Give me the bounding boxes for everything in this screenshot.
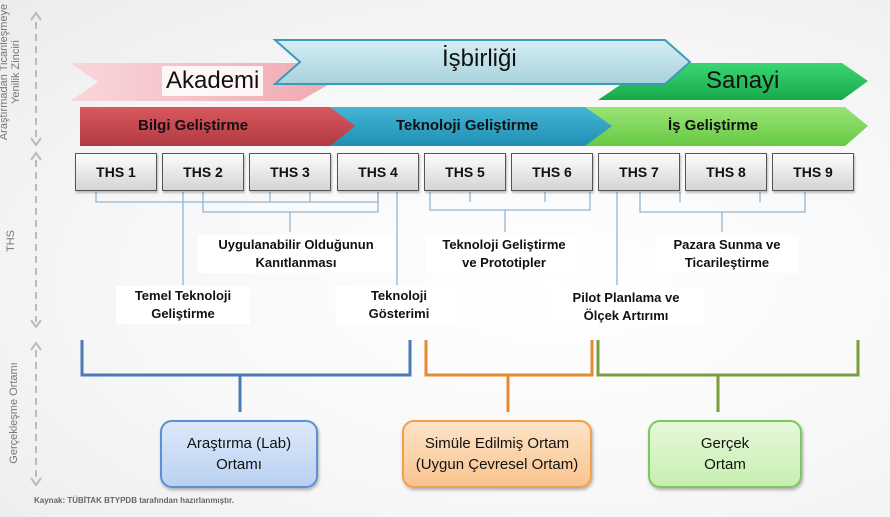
cooperation-arrow xyxy=(272,39,692,85)
pilot-label-line1: Pilot Planlama ve xyxy=(572,290,680,305)
ths-1-box: THS 1 xyxy=(75,153,157,191)
ths-6-box: THS 6 xyxy=(511,153,593,191)
real-environment-line2: Ortam xyxy=(704,456,746,473)
lab-environment-box: Araştırma (Lab) Ortamı xyxy=(160,420,318,488)
demo-label-line2: Gösterimi xyxy=(368,306,430,321)
prototype-label-line2: ve Prototipler xyxy=(462,255,546,270)
ths-4-box: THS 4 xyxy=(337,153,419,191)
side-arrow-top xyxy=(30,11,42,147)
ths-3-box: THS 3 xyxy=(249,153,331,191)
ths-8-box: THS 8 xyxy=(685,153,767,191)
lab-bracket xyxy=(80,340,412,412)
simulated-environment-line1: Simüle Edilmiş Ortam xyxy=(424,435,570,452)
simulated-environment-box: Simüle Edilmiş Ortam (Uygun Çevresel Ort… xyxy=(402,420,592,488)
pilot-label: Pilot Planlama ve Ölçek Artırımı xyxy=(548,288,704,326)
demo-label: Teknoloji Gösterimi xyxy=(336,286,462,324)
ths-7-box: THS 7 xyxy=(598,153,680,191)
applicability-label-line2: Kanıtlanması xyxy=(255,255,337,270)
demo-label-line1: Teknoloji xyxy=(370,288,428,303)
real-environment-line1: Gerçek xyxy=(700,435,750,452)
side-label-ths: THS xyxy=(5,230,17,252)
business-stage-arrow xyxy=(555,107,868,146)
academy-label: Akademi xyxy=(162,66,264,96)
side-label-environment: Gerçekleşme Ortamı xyxy=(8,362,20,464)
applicability-label-line1: Uygulanabilir Olduğunun xyxy=(218,237,374,252)
side-label-chain-line2: Yenilik Zinciri xyxy=(10,40,22,104)
source-note: Kaynak: TÜBİTAK BTYPDB tarafından hazırl… xyxy=(34,496,234,505)
lab-environment-line2: Ortamı xyxy=(216,456,262,473)
cooperation-label: İşbirliği xyxy=(442,45,517,72)
market-label-line2: Ticarileştirme xyxy=(684,255,770,270)
basic-tech-label-line2: Geliştirme xyxy=(151,306,215,321)
basic-tech-label: Temel Teknoloji Geliştirme xyxy=(116,286,250,324)
ths-5-box: THS 5 xyxy=(424,153,506,191)
knowledge-stage-label: Bilgi Geliştirme xyxy=(138,117,249,134)
lab-environment-line1: Araştırma (Lab) xyxy=(186,435,292,452)
market-label-line1: Pazara Sunma ve xyxy=(673,237,781,252)
basic-tech-label-line1: Temel Teknoloji xyxy=(134,288,232,303)
side-label-chain: Araştırmadan Ticarileşmeye Yenilik Zinci… xyxy=(0,2,26,142)
pilot-label-line2: Ölçek Artırımı xyxy=(583,308,669,323)
market-label: Pazara Sunma ve Ticarileştirme xyxy=(655,235,799,273)
real-bracket xyxy=(596,340,860,412)
ths-2-box: THS 2 xyxy=(162,153,244,191)
business-stage-label: İş Geliştirme xyxy=(668,117,759,134)
ths-connectors xyxy=(95,192,806,285)
side-arrow-bottom xyxy=(30,341,42,487)
technology-stage-arrow xyxy=(330,107,612,146)
prototype-label-line1: Teknoloji Geliştirme xyxy=(442,237,566,252)
knowledge-stage-arrow xyxy=(80,107,355,146)
applicability-label: Uygulanabilir Olduğunun Kanıtlanması xyxy=(198,235,394,273)
industry-label: Sanayi xyxy=(706,67,780,94)
side-arrow-middle xyxy=(30,151,42,329)
sim-bracket xyxy=(424,340,594,412)
real-environment-box: Gerçek Ortam xyxy=(648,420,802,488)
ths-9-box: THS 9 xyxy=(772,153,854,191)
prototype-label: Teknoloji Geliştirme ve Prototipler xyxy=(426,235,582,273)
technology-stage-label: Teknoloji Geliştirme xyxy=(396,117,539,134)
side-label-chain-line1: Araştırmadan Ticarileşmeye xyxy=(0,3,10,141)
simulated-environment-line2: (Uygun Çevresel Ortam) xyxy=(415,456,579,473)
